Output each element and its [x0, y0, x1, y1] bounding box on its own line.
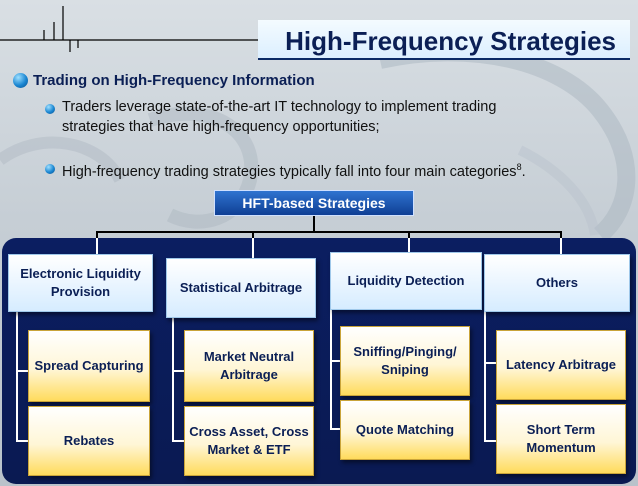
connector-line: [172, 370, 186, 372]
sub-bullet-text-main: High-frequency trading strategies typica…: [62, 163, 517, 180]
sub-bullet-text-end: .: [521, 163, 526, 180]
bullet-icon: [45, 164, 55, 174]
sub-bullet-text: Traders leverage state-of-the-art IT tec…: [62, 99, 497, 135]
connector-line: [96, 231, 562, 233]
connector-line: [484, 312, 486, 442]
leaf-box-sniffing-pinging-sniping: Sniffing/Pinging/ Sniping: [340, 326, 470, 396]
category-box-statistical-arbitrage: Statistical Arbitrage: [166, 258, 316, 318]
page-title: High-Frequency Strategies: [285, 26, 616, 56]
footnote-mark: 8: [516, 162, 522, 172]
connector-line: [16, 440, 30, 442]
leaf-box-rebates: Rebates: [28, 406, 150, 476]
connector-line: [172, 440, 186, 442]
title-bar: High-Frequency Strategies: [258, 20, 630, 60]
leaf-box-quote-matching: Quote Matching: [340, 400, 470, 460]
sub-bullet-text: High-frequency trading strategies typica…: [62, 157, 526, 182]
connector-line: [330, 360, 342, 362]
leaf-box-cross-asset-cross-market-etf: Cross Asset, Cross Market & ETF: [184, 406, 314, 476]
connector-line: [252, 231, 254, 241]
connector-line: [560, 238, 562, 254]
connector-line: [330, 310, 332, 428]
connector-line: [313, 216, 315, 232]
connector-line: [252, 238, 254, 258]
connector-line: [484, 362, 498, 364]
connector-line: [484, 440, 498, 442]
leaf-box-latency-arbitrage: Latency Arbitrage: [496, 330, 626, 400]
leaf-box-short-term-momentum: Short Term Momentum: [496, 404, 626, 474]
leaf-box-spread-capturing: Spread Capturing: [28, 330, 150, 402]
category-box-others: Others: [484, 254, 630, 312]
connector-line: [408, 231, 410, 241]
signal-logo-mark: [0, 6, 258, 52]
connector-line: [96, 231, 98, 241]
category-box-electronic-liquidity-provision: Electronic Liquidity Provision: [8, 254, 153, 312]
bullet-icon: [45, 104, 55, 114]
connector-line: [560, 231, 562, 241]
connector-line: [172, 318, 174, 442]
bullet-icon: [13, 73, 28, 88]
leaf-box-market-neutral-arbitrage: Market Neutral Arbitrage: [184, 330, 314, 402]
root-node-box: HFT-based Strategies: [214, 190, 414, 216]
connector-line: [96, 238, 98, 254]
main-bullet-text: Trading on High-Frequency Information: [33, 72, 315, 89]
connector-line: [408, 238, 410, 252]
connector-line: [16, 312, 18, 442]
category-box-liquidity-detection: Liquidity Detection: [330, 252, 482, 310]
connector-line: [16, 370, 30, 372]
connector-line: [330, 428, 342, 430]
